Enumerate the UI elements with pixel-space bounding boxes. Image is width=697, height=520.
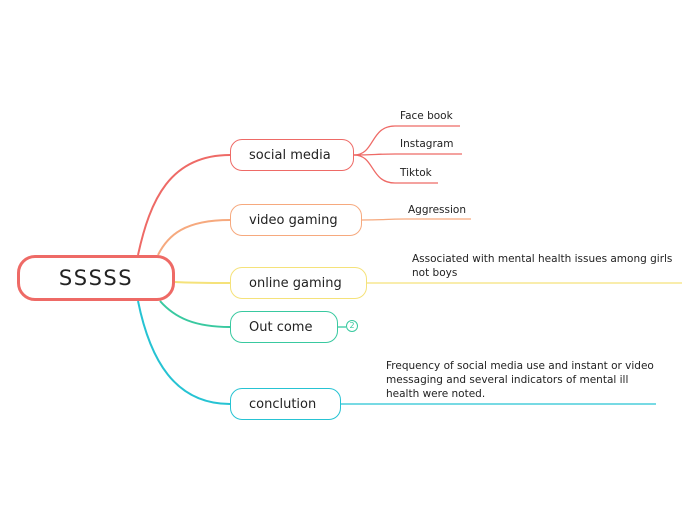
connector-outcome xyxy=(159,300,231,328)
collapsed-count-badge[interactable]: 2 xyxy=(346,320,358,332)
topic-outcome-label: Out come xyxy=(249,319,313,335)
subtopic-tiktok[interactable]: Tiktok xyxy=(400,167,432,179)
topic-conclusion-label: conclution xyxy=(249,396,317,412)
topic-outcome[interactable]: Out come xyxy=(230,311,338,343)
subtopic-aggression[interactable]: Aggression xyxy=(408,204,466,216)
connector-social-media xyxy=(137,154,231,256)
subtopic-instagram[interactable]: Instagram xyxy=(400,138,454,150)
connector-aggression xyxy=(361,218,471,221)
topic-social-media-label: social media xyxy=(249,147,331,163)
subtopic-facebook[interactable]: Face book xyxy=(400,110,453,122)
connector-online-gaming xyxy=(174,281,231,284)
connector-conclusion xyxy=(137,300,231,405)
subtopic-conclusion-text[interactable]: Frequency of social media use and instan… xyxy=(386,360,654,400)
central-topic[interactable]: SSSSS xyxy=(17,255,175,301)
subtopic-mental-health-association[interactable]: Associated with mental health issues amo… xyxy=(412,253,673,279)
topic-online-gaming[interactable]: online gaming xyxy=(230,267,367,299)
topic-video-gaming[interactable]: video gaming xyxy=(230,204,362,236)
topic-conclusion[interactable]: conclution xyxy=(230,388,341,420)
topic-online-gaming-label: online gaming xyxy=(249,275,342,291)
topic-social-media[interactable]: social media xyxy=(230,139,354,171)
topic-video-gaming-label: video gaming xyxy=(249,212,338,228)
connector-facebook xyxy=(353,125,460,156)
connector-video-gaming xyxy=(157,219,231,256)
connector-tiktok xyxy=(353,154,438,184)
connector-instagram xyxy=(353,153,462,156)
